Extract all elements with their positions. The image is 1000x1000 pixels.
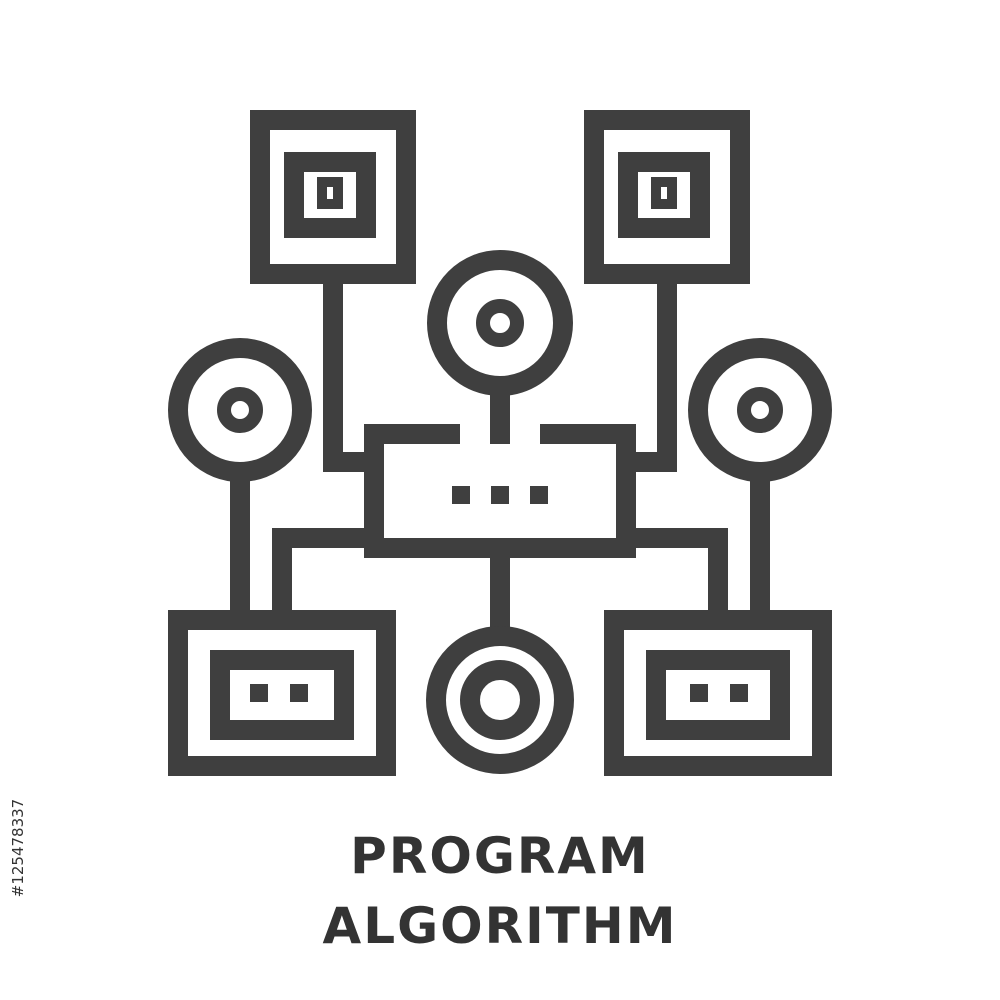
top-right-connector	[626, 274, 677, 472]
right-node-icon	[688, 338, 832, 620]
bottom-right-module-dots-icon	[690, 684, 748, 702]
top-center-node-icon	[427, 250, 573, 444]
stock-id-text: #125478337	[9, 798, 27, 898]
lower-right-connector	[626, 528, 728, 620]
bottom-left-module-icon	[168, 610, 396, 776]
top-left-module-icon	[250, 110, 416, 284]
caption-line-2: ALGORITHM	[322, 897, 678, 955]
stock-id-label: #125478337	[6, 768, 30, 928]
bottom-right-module-icon	[604, 610, 832, 776]
processor-dots-icon	[452, 486, 548, 504]
bottom-left-module-dots-icon	[250, 684, 308, 702]
caption-line-1: PROGRAM	[350, 827, 650, 885]
bottom-center-node-icon	[426, 626, 574, 774]
left-node-icon	[168, 338, 312, 620]
lower-left-connector	[272, 528, 374, 620]
program-algorithm-icon	[168, 110, 832, 776]
top-right-module-icon	[584, 110, 750, 284]
top-left-connector	[323, 274, 374, 472]
